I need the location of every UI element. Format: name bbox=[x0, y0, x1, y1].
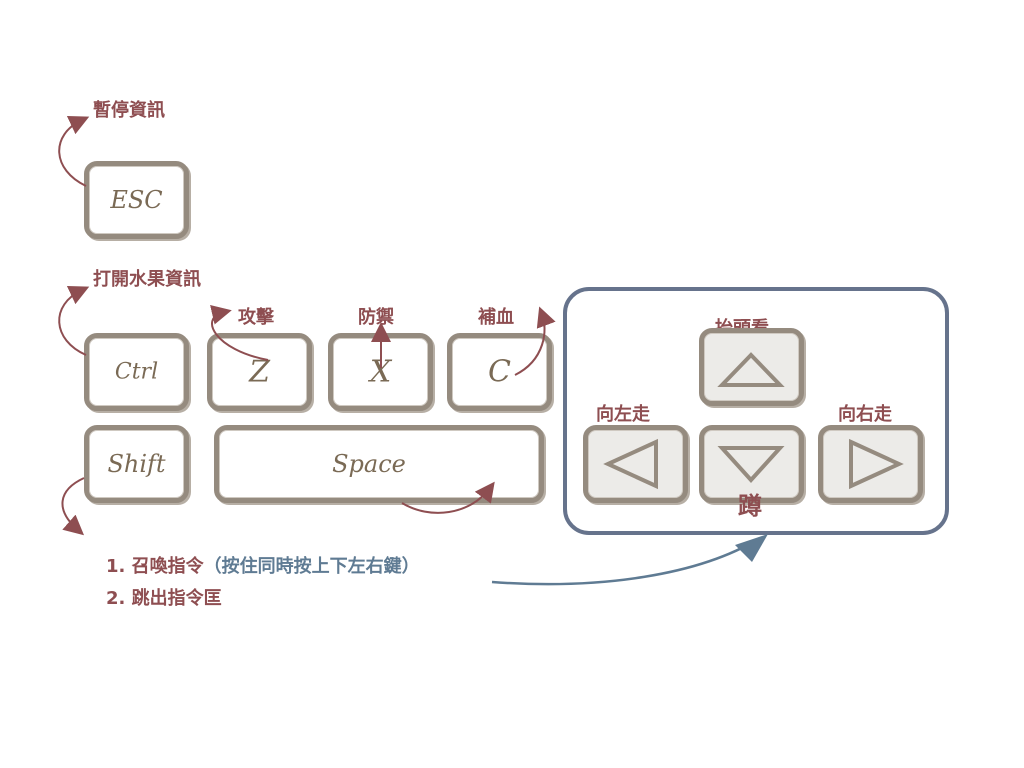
walk-left-label: 向左走 bbox=[596, 404, 650, 425]
attack-label: 攻擊 bbox=[238, 307, 274, 328]
left-arrow-key[interactable] bbox=[583, 425, 688, 503]
ctrl-key-label: Ctrl bbox=[114, 359, 159, 385]
shift-arrow bbox=[61, 477, 85, 536]
shift-key[interactable]: Shift bbox=[84, 425, 189, 503]
command-arrow-head bbox=[735, 534, 768, 562]
esc-key[interactable]: ESC bbox=[84, 161, 189, 239]
walk-right-label: 向右走 bbox=[838, 404, 892, 425]
triangle-up-icon bbox=[717, 352, 785, 387]
z-key[interactable]: Z bbox=[207, 333, 312, 411]
heal-label: 補血 bbox=[478, 307, 514, 328]
instruction-line-2: 2. 跳出指令匡 bbox=[106, 588, 222, 609]
space-jump-arrow bbox=[401, 481, 495, 514]
c-key[interactable]: C bbox=[447, 333, 552, 411]
open-fruit-info-label: 打開水果資訊 bbox=[93, 269, 201, 290]
ctrl-arrow bbox=[58, 286, 90, 356]
x-key-label: X bbox=[369, 354, 392, 390]
crouch-label: 蹲 bbox=[738, 492, 762, 520]
instruction-1-paren: （按住同時按上下左右鍵） bbox=[203, 556, 420, 577]
c-arrow bbox=[514, 306, 556, 376]
space-key-label: Space bbox=[332, 450, 406, 478]
triangle-left-icon bbox=[603, 438, 658, 490]
up-arrow-key[interactable] bbox=[699, 328, 804, 406]
ctrl-key[interactable]: Ctrl bbox=[84, 333, 189, 411]
esc-arrow bbox=[58, 116, 90, 187]
c-key-label: C bbox=[488, 354, 511, 390]
direction-pad-frame bbox=[563, 287, 949, 535]
command-arrow bbox=[491, 536, 761, 586]
right-arrow-key[interactable] bbox=[818, 425, 923, 503]
instruction-1-prefix: 1. 召喚指令 bbox=[106, 556, 204, 577]
esc-key-label: ESC bbox=[110, 186, 163, 214]
z-arrow bbox=[210, 304, 269, 361]
z-key-label: Z bbox=[249, 354, 270, 390]
pause-info-label: 暫停資訊 bbox=[93, 100, 165, 121]
triangle-down-icon bbox=[717, 446, 785, 483]
instruction-line-1: 1. 召喚指令（按住同時按上下左右鍵） bbox=[106, 552, 420, 578]
shift-key-label: Shift bbox=[107, 450, 166, 478]
down-arrow-key[interactable] bbox=[699, 425, 804, 503]
triangle-right-icon bbox=[849, 438, 904, 490]
